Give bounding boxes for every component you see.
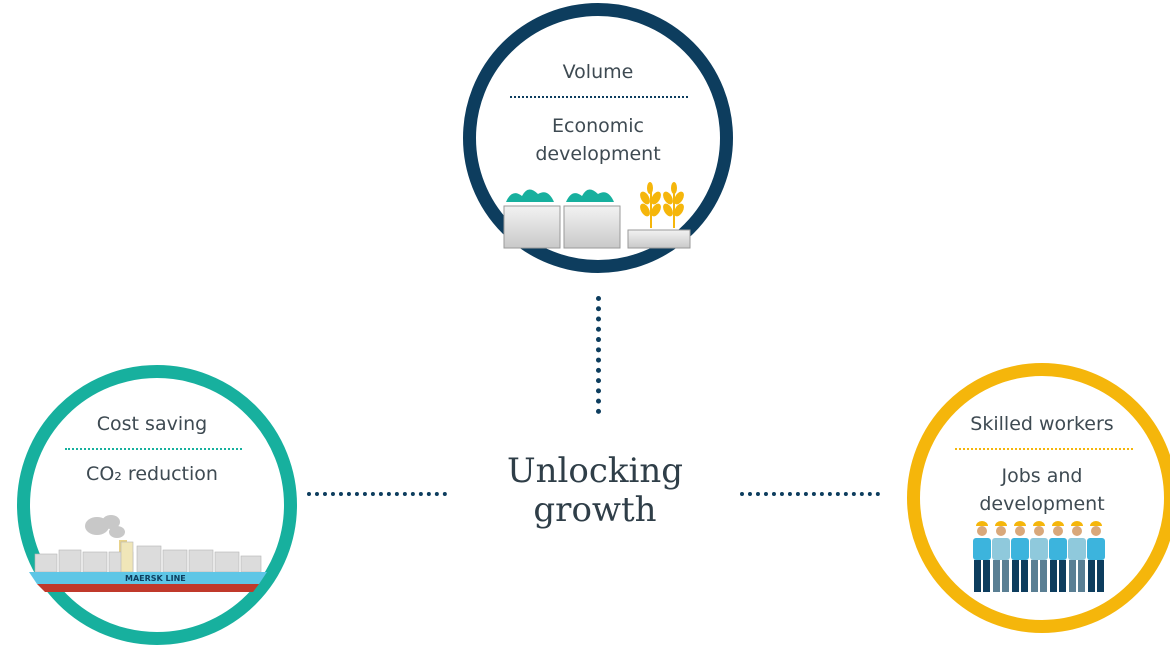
ship-hull-text: MAERSK LINE <box>125 574 186 583</box>
container-ship-icon: MAERSK LINE <box>29 515 267 592</box>
skilled-workers-divider <box>955 448 1133 450</box>
economic-development-label: Economic development <box>498 112 698 168</box>
volume-divider <box>510 96 688 98</box>
left-connector <box>307 492 447 496</box>
center-title-line2: growth <box>533 490 657 530</box>
economic-line1: Economic <box>552 115 644 137</box>
cargo-bin-icon <box>503 189 561 249</box>
jobs-line2: development <box>979 493 1105 515</box>
worker-icon <box>992 521 1010 592</box>
center-title-line1: Unlocking <box>506 451 684 491</box>
center-title: Unlocking growth <box>470 452 720 530</box>
worker-icon <box>1011 521 1029 592</box>
worker-icon <box>973 521 991 592</box>
cost-saving-divider <box>65 448 242 450</box>
economic-line2: development <box>535 143 661 165</box>
worker-icon <box>1068 521 1086 592</box>
worker-icon <box>1049 521 1067 592</box>
volume-heading: Volume <box>562 61 634 83</box>
skilled-workers-heading: Skilled workers <box>970 413 1114 435</box>
worker-icon <box>1030 521 1048 592</box>
right-connector <box>740 492 880 496</box>
vertical-connector <box>596 296 601 414</box>
smoke-icon <box>85 515 125 538</box>
cost-saving-circle <box>17 365 297 645</box>
cargo-bin-icon <box>563 189 621 249</box>
grain-tray <box>627 229 691 249</box>
co2-reduction-label: CO₂ reduction <box>86 463 218 485</box>
worker-icon <box>1087 521 1105 592</box>
jobs-line1: Jobs and <box>1001 465 1083 487</box>
cost-saving-heading: Cost saving <box>96 413 208 435</box>
grain-icon <box>640 182 684 228</box>
workers-icon <box>973 521 1105 592</box>
cargo-icons <box>503 182 691 249</box>
jobs-development-label: Jobs and development <box>942 462 1142 518</box>
